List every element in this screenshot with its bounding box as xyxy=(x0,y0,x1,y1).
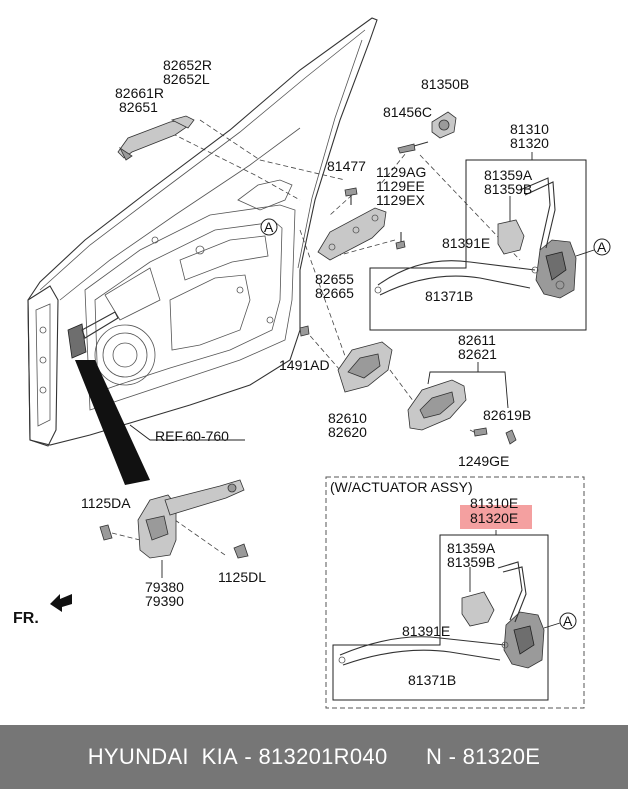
inside-handle xyxy=(299,325,393,393)
label-1125dl: 1125DL xyxy=(218,569,266,585)
lock-cylinder xyxy=(397,111,457,154)
label-1491ad: 1491AD xyxy=(279,357,330,373)
label-1125da: 1125DA xyxy=(81,495,131,511)
label-81371b-actuator: 81371B xyxy=(408,672,456,688)
label-front: FR. xyxy=(13,610,39,627)
label-81391e: 81391E xyxy=(442,235,490,251)
callout-a-door xyxy=(260,218,278,236)
label-81350b: 81350B xyxy=(421,76,469,92)
label-81320e: 81320E xyxy=(470,510,518,526)
label-82652-r: 82652R xyxy=(163,57,212,73)
label-81310e: 81310E xyxy=(470,495,518,511)
handle-bracket xyxy=(317,187,406,261)
actuator-assy-box xyxy=(325,476,585,709)
outside-handle xyxy=(117,115,195,161)
footer-code: N - 81320E xyxy=(425,744,541,769)
label-81456c: 81456C xyxy=(383,104,432,120)
svg-text:A: A xyxy=(563,613,573,629)
door-check-link xyxy=(99,479,249,559)
part-number-footer: HYUNDAI KIA - 813201R040 N - 81320E xyxy=(0,725,628,789)
callout-a-latch xyxy=(593,238,611,256)
svg-text:A: A xyxy=(264,219,274,235)
label-ref: REF.60-760 xyxy=(155,428,229,444)
door-panel xyxy=(27,17,378,447)
label-actuator-assy: (W/ACTUATOR ASSY) xyxy=(330,479,473,495)
svg-text:A: A xyxy=(597,239,607,255)
label-82619b: 82619B xyxy=(483,407,531,423)
front-arrow-icon xyxy=(50,594,72,612)
footer-separator: - xyxy=(238,744,259,769)
footer-brand: HYUNDAI KIA xyxy=(87,744,239,769)
latch-assembly-box-upper xyxy=(369,152,587,331)
footer-gap xyxy=(387,744,425,770)
label-1249ge: 1249GE xyxy=(458,453,509,469)
door-check-mount xyxy=(67,311,150,485)
label-81371b: 81371B xyxy=(425,288,473,304)
callout-a-actuator xyxy=(559,612,577,630)
footer-part-number: 813201R040 xyxy=(258,744,388,769)
label-81477: 81477 xyxy=(327,158,366,174)
inside-handle-cover xyxy=(407,379,517,445)
label-81391e-actuator: 81391E xyxy=(402,623,450,639)
